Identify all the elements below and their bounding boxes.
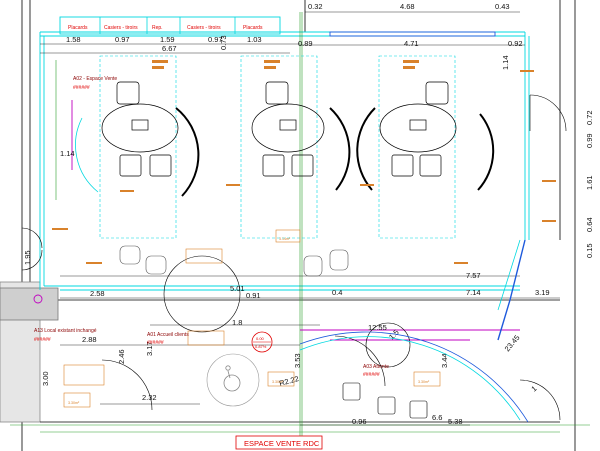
dim-4-68: 4.68 [400,2,415,11]
top-cabinet-labels: Placards Casiers - tiroirs Rep. Casiers … [68,17,263,34]
dim-right-0-99: 0.99 [585,133,594,148]
dim-1-14-right: 1.14 [501,55,510,70]
level-marker-top: 0.00 [256,336,265,341]
dim-6-67: 6.67 [162,44,177,53]
room-a03-code: ###### [363,372,380,378]
dim-5-38: 5.38 [448,417,463,426]
dim-6-6: 6.6 [432,413,442,422]
orange-annotations [52,60,556,264]
dim-right-0-72: 0.72 [585,110,594,125]
surface-box-3: 3.30m² [272,380,284,384]
room-a02-name: A02 - Espace Vente [73,76,117,82]
dim-3-44: 3.44 [440,353,449,368]
dim-7-57: 7.57 [466,271,481,280]
level-marker: 0.00 0.87% [251,331,273,353]
dim-3-17: 3.17 [145,341,154,356]
dim-2-88: 2.88 [82,335,97,344]
dim-0-32: 0.32 [308,2,323,11]
dim-0-73: 0.73 [219,35,228,50]
cabinet-label-placards-2: Placards [243,25,263,31]
room-labels: A02 - Espace Vente ###### A13 Local exis… [34,76,389,378]
workstation-3 [356,81,495,191]
cyan-walls [39,16,530,291]
wheelchair-icon [223,365,241,392]
dim-1: 1 [530,384,539,394]
dim-1-8: 1.8 [232,318,242,327]
dim-2-58: 2.58 [90,289,105,298]
level-marker-bottom: 0.87% [255,344,267,349]
desk-zones [99,55,456,239]
dim-right-0-15: 0.15 [585,243,594,258]
waiting-chairs [119,245,349,277]
dim-3-53: 3.53 [293,353,302,368]
surface-box-4: 3.30m² [418,380,430,384]
cabinet-label-casiers-2: Casiers - tiroirs [187,25,221,31]
dimension-lines [40,11,560,426]
dim-5-01: 5.01 [230,284,245,293]
a03-chairs [342,382,428,419]
magenta-lines [33,100,520,341]
dim-0-92: 0.92 [508,39,523,48]
walls [0,0,576,451]
dim-1-58: 1.58 [66,35,81,44]
curved-glazing [299,239,529,423]
room-a03-name: A03 Attente [363,364,389,370]
plan-title: ESPACE VENTE RDC [244,439,320,448]
dim-0-97-a: 0.97 [115,35,130,44]
dim-3-19: 3.19 [535,288,550,297]
tables [163,255,411,407]
room-a13-code: ###### [34,337,51,343]
dim-1-59: 1.59 [160,35,175,44]
dim-2-46: 2.46 [117,349,126,364]
cabinet-label-casiers-1: Casiers - tiroirs [104,25,138,31]
surface-box-2: 3.30m² [68,401,80,405]
room-a01-code: ###### [147,340,164,346]
room-a01-name: A01 Accueil clients [147,332,189,338]
dim-1-03: 1.03 [247,35,262,44]
dim-23-45: 23.45 [503,333,522,353]
door-swings [21,94,567,421]
cabinet-label-rep: Rep. [152,25,163,31]
dim-0-96: 0.96 [352,417,367,426]
workstation-1 [75,81,200,197]
dim-right-0-64: 0.64 [585,217,594,232]
surface-boxes: 3.14m² 3.30m² 3.30m² 3.30m² [63,229,441,408]
dim-right-1-61: 1.61 [585,175,594,190]
dim-0-91: 0.91 [246,291,261,300]
dim-4-71: 4.71 [404,39,419,48]
dim-0-43: 0.43 [495,2,510,11]
cabinet-label-placards-1: Placards [68,25,88,31]
dim-0-4: 0.4 [332,288,342,297]
room-a13-name: A13 Local existant inchangé [34,328,97,334]
dim-3-00: 3.00 [41,371,50,386]
dim-1-14-left: 1.14 [60,149,75,158]
dim-12-55: 12.55 [368,323,387,332]
dim-0-97-b: 0.97 [208,35,223,44]
dim-7-14: 7.14 [466,288,481,297]
dim-0-89: 0.89 [298,39,313,48]
info-tags [63,248,225,386]
room-a02-code: ###### [73,85,90,91]
dim-1-95: 1.95 [23,250,32,265]
surface-box-1: 3.14m² [279,237,291,241]
dim-2-32: 2.32 [142,393,157,402]
workstation-2 [251,81,351,191]
dimension-text: 0.32 4.68 0.43 1.58 0.97 1.59 0.97 1.03 … [23,2,594,426]
title-block: ESPACE VENTE RDC [235,435,323,450]
